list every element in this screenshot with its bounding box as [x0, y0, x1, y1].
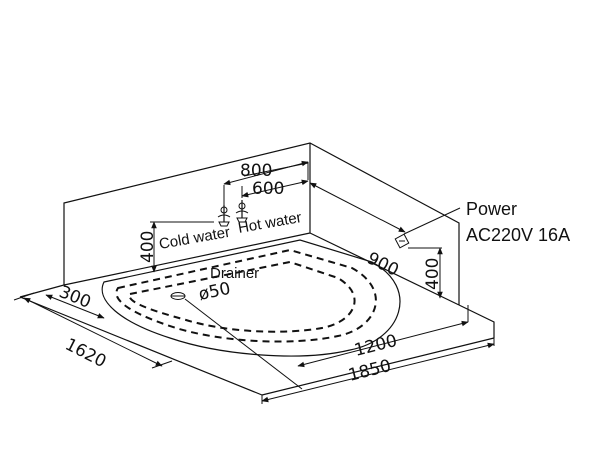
drain-diameter-label: ø50 — [197, 279, 233, 305]
faucet-cold-icon — [217, 205, 231, 227]
dim-300-label: 300 — [56, 282, 94, 313]
dim-800-label: 800 — [240, 161, 272, 181]
dim-400-power-label: 400 — [423, 258, 443, 290]
power-spec-label: AC220V 16A — [466, 225, 570, 245]
dim-1620 — [13, 292, 173, 369]
dim-400-power — [408, 247, 443, 299]
dim-1850 — [261, 338, 495, 404]
dim-1620-label: 1620 — [62, 335, 110, 372]
dim-1850-label: 1850 — [346, 356, 393, 386]
power-label: Power — [466, 199, 517, 219]
dim-900 — [309, 182, 406, 233]
basin-inner-dashed-2 — [128, 260, 356, 333]
tub-outline — [19, 232, 495, 396]
dim-900-label: 900 — [364, 249, 402, 281]
power-leader — [403, 207, 461, 235]
dim-600-label: 600 — [252, 179, 284, 199]
hot-water-label: Hot water — [237, 209, 303, 237]
cold-water-label: Cold water — [158, 224, 232, 253]
power-socket-icon — [394, 233, 410, 249]
dim-800 — [223, 160, 309, 205]
dim-400-valve-label: 400 — [138, 231, 158, 263]
drain-icon — [170, 292, 186, 300]
dim-1200-label: 1200 — [352, 331, 399, 361]
dim-400-valve — [150, 221, 214, 273]
dim-600 — [241, 179, 309, 198]
drain-leader — [184, 298, 303, 390]
faucet-hot-icon — [235, 200, 249, 223]
drainer-label: Drainer — [210, 265, 259, 282]
